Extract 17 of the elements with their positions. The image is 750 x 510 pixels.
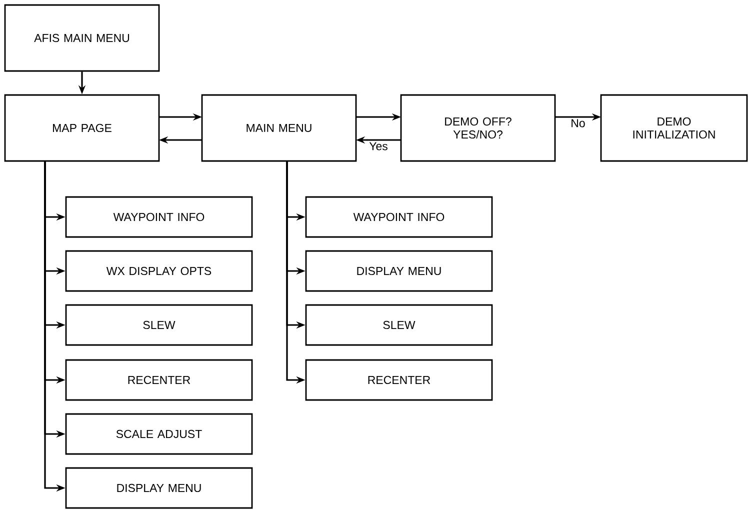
submenu-box: WX DISPLAY OPTS [65,250,253,292]
submenu-box: WAYPOINT INFO [305,196,493,238]
edge-label: No [570,118,586,128]
menu-box: MAIN MENU [201,94,357,162]
menu-box: AFIS MAIN MENU [4,4,160,72]
submenu-box: DISPLAY MENU [65,467,253,509]
submenu-box: DISPLAY MENU [305,250,493,292]
submenu-box: SLEW [305,304,493,346]
submenu-box: SLEW [65,304,253,346]
submenu-box: WAYPOINT INFO [65,196,253,238]
menu-box: DEMO OFF? YES/NO? [400,94,556,162]
submenu-box: RECENTER [65,359,253,401]
submenu-box: RECENTER [305,359,493,401]
edge-label: Yes [368,141,389,152]
submenu-box: SCALE ADJUST [65,413,253,455]
menu-box: MAP PAGE [4,94,160,162]
menu-box: DEMO INITIALIZATION [600,94,748,162]
